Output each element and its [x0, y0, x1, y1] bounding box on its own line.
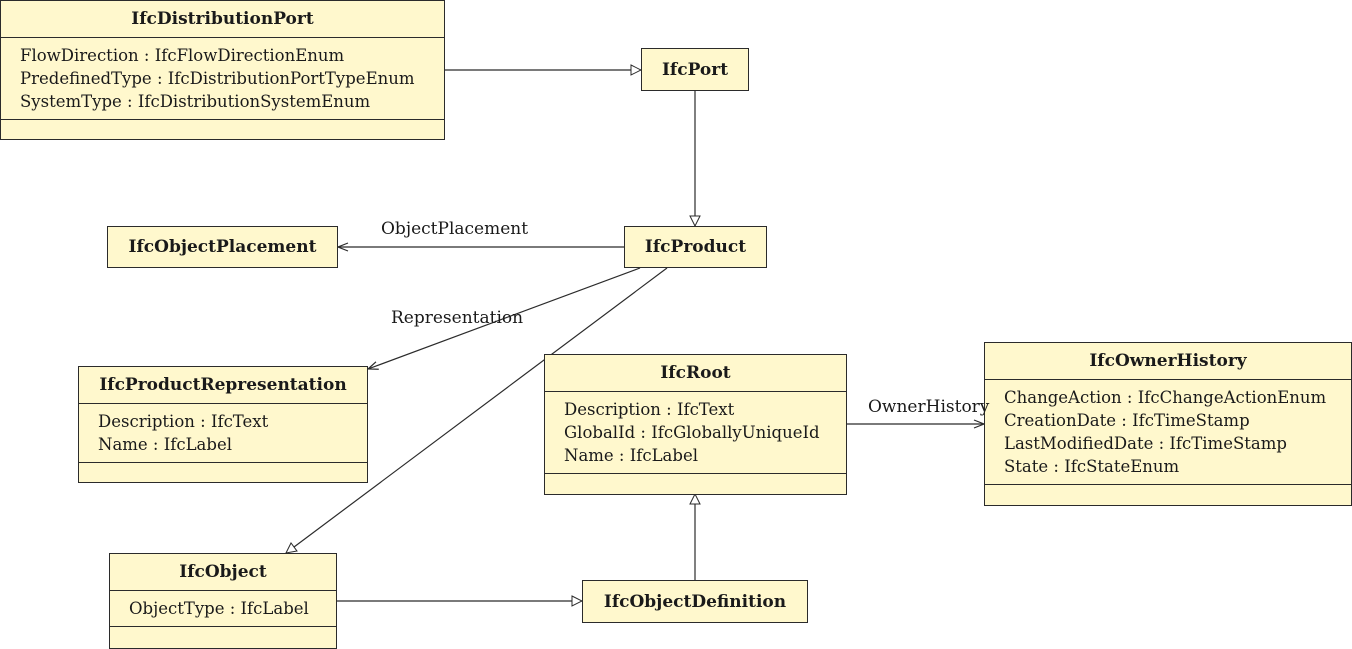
attribute: State : IfcStateEnum [1004, 457, 1180, 476]
association-label-objectplacement: ObjectPlacement [381, 219, 529, 239]
attribute: GlobalId : IfcGloballyUniqueId [564, 423, 820, 442]
class-ifcobject[interactable]: IfcObject ObjectType : IfcLabel [109, 553, 337, 649]
class-ifcport[interactable]: IfcPort [641, 48, 749, 91]
attribute-compartment: Description : IfcText Name : IfcLabel [79, 404, 367, 463]
class-ifcproductrepresentation[interactable]: IfcProductRepresentation Description : I… [78, 366, 368, 483]
operation-compartment [1, 120, 444, 138]
generalization-product-object [286, 267, 668, 553]
class-ifcproduct[interactable]: IfcProduct [624, 226, 767, 268]
class-ifcobjectdefinition[interactable]: IfcObjectDefinition [582, 580, 808, 623]
attribute: Description : IfcText [98, 412, 269, 431]
attribute: FlowDirection : IfcFlowDirectionEnum [20, 46, 345, 65]
association-representation [368, 267, 641, 369]
attribute-compartment: FlowDirection : IfcFlowDirectionEnum Pre… [1, 38, 444, 120]
operation-compartment [79, 463, 367, 481]
class-ifcobjectplacement[interactable]: IfcObjectPlacement [107, 226, 338, 268]
attribute: Name : IfcLabel [564, 446, 698, 465]
class-name: IfcObjectDefinition [603, 591, 787, 612]
class-name: IfcOwnerHistory [985, 343, 1351, 380]
attribute: SystemType : IfcDistributionSystemEnum [20, 92, 371, 111]
class-name: IfcObject [110, 554, 336, 591]
class-ifcroot[interactable]: IfcRoot Description : IfcText GlobalId :… [544, 354, 847, 495]
attribute-compartment: ChangeAction : IfcChangeActionEnum Creat… [985, 380, 1351, 485]
class-name: IfcPort [661, 59, 729, 80]
attribute: Description : IfcText [564, 400, 735, 419]
operation-compartment [985, 485, 1351, 503]
attribute-compartment: ObjectType : IfcLabel [110, 591, 336, 627]
class-name: IfcObjectPlacement [128, 237, 317, 257]
association-label-representation: Representation [391, 308, 524, 328]
attribute: CreationDate : IfcTimeStamp [1004, 411, 1250, 430]
attribute: LastModifiedDate : IfcTimeStamp [1004, 434, 1287, 453]
operation-compartment [545, 474, 846, 492]
operation-compartment [110, 627, 336, 645]
attribute-compartment: Description : IfcText GlobalId : IfcGlob… [545, 392, 846, 474]
attribute: PredefinedType : IfcDistributionPortType… [20, 69, 415, 88]
class-name: IfcProduct [644, 237, 747, 257]
class-name: IfcDistributionPort [1, 1, 444, 38]
attribute: Name : IfcLabel [98, 435, 232, 454]
attribute: ChangeAction : IfcChangeActionEnum [1004, 388, 1327, 407]
class-name: IfcRoot [545, 355, 846, 392]
attribute: ObjectType : IfcLabel [129, 599, 309, 618]
class-name: IfcProductRepresentation [79, 367, 367, 404]
class-ifcdistributionport[interactable]: IfcDistributionPort FlowDirection : IfcF… [0, 0, 445, 140]
class-ifcownerhistory[interactable]: IfcOwnerHistory ChangeAction : IfcChange… [984, 342, 1352, 506]
association-label-ownerhistory: OwnerHistory [868, 397, 990, 417]
